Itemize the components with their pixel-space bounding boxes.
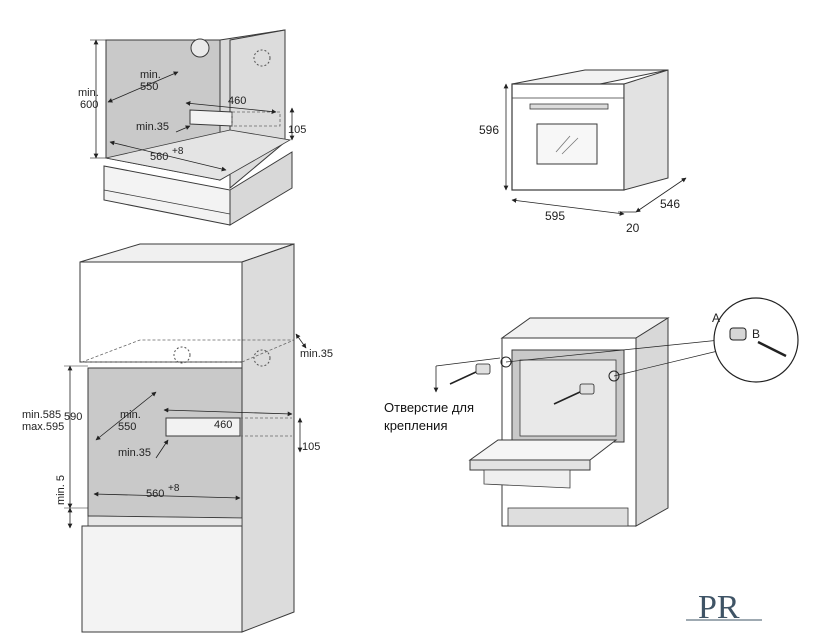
width-560-tolerance: +8 (168, 483, 180, 494)
depth-460-label: 460 (228, 95, 246, 107)
width-595-label: 595 (545, 209, 565, 223)
min-35-label: min.35 (118, 447, 151, 459)
min-35-top-label: min.35 (300, 348, 333, 360)
depth-546-label: 546 (660, 197, 680, 211)
width-560-label: 560 (150, 151, 168, 163)
screw-right-icon (553, 383, 595, 405)
min-550-label-b: 550 (118, 421, 136, 433)
part-a-label: A (712, 311, 720, 325)
mounting-hole-note-line1: Отверстие для (384, 400, 474, 415)
door-20-label: 20 (626, 221, 640, 235)
height-105-label: 105 (302, 441, 320, 453)
mounting-hole-note-line2: крепления (384, 418, 447, 433)
width-560-label: 560 (146, 488, 164, 500)
height-596-label: 596 (479, 123, 499, 137)
min-35-label: min.35 (136, 121, 169, 133)
oven-dimensions-diagram: 596 595 546 20 (479, 69, 687, 235)
depth-460-label: 460 (214, 419, 232, 431)
mounting-diagram: A B Отверстие для крепления (384, 297, 799, 527)
tall-cabinet-diagram: min.35 min.585 max.595 590 min. 550 460 … (22, 243, 333, 633)
height-105-label: 105 (288, 124, 306, 136)
min-550-label-a: min. (120, 409, 141, 421)
height-590-label: 590 (64, 411, 82, 423)
screw-left-icon (449, 363, 491, 385)
min-600-label-a: min. (78, 87, 99, 99)
width-560-tolerance: +8 (172, 146, 184, 157)
undercounter-cabinet-diagram: min. 600 min. 550 460 min.35 105 560 +8 (78, 29, 306, 226)
min-585-label: min.585 (22, 409, 61, 421)
min-550-label-b: 550 (140, 81, 158, 93)
max-595-label: max.595 (22, 421, 64, 433)
min-600-label-b: 600 (80, 99, 98, 111)
min-5-label: min. 5 (55, 475, 67, 505)
part-b-label: B (752, 327, 760, 341)
min-550-label-a: min. (140, 69, 161, 81)
